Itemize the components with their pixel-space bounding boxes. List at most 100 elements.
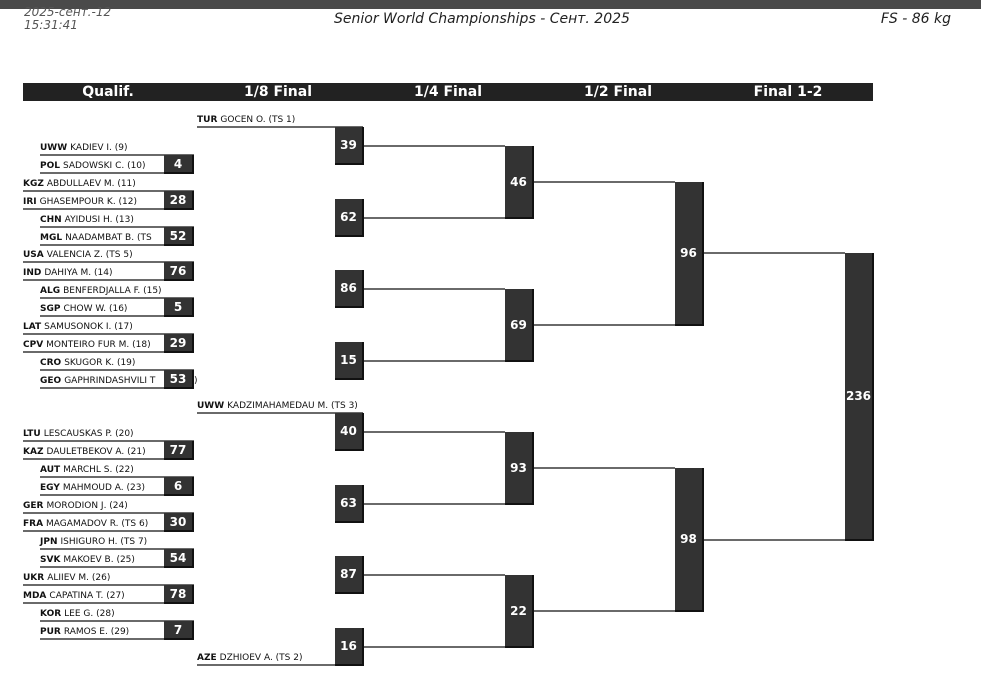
athlete-country: LAT bbox=[23, 322, 42, 332]
round-header-bar: Qualif. 1/8 Final 1/4 Final 1/2 Final Fi… bbox=[23, 83, 873, 101]
bout-number: 39 bbox=[335, 127, 364, 165]
top-bar bbox=[0, 0, 981, 9]
athlete-country: USA bbox=[23, 250, 44, 260]
bout-number: 69 bbox=[505, 289, 534, 362]
athlete-name: RAMOS E. (29) bbox=[63, 627, 130, 637]
bout-number: 78 bbox=[164, 585, 194, 604]
bout-number: 16 bbox=[335, 628, 364, 666]
time: 15:31:41 bbox=[24, 18, 78, 32]
athlete-country: GER bbox=[23, 501, 44, 511]
event-title: Senior World Championships - Сент. 2025 bbox=[334, 11, 630, 27]
athlete-name: ALIIEV M. (26) bbox=[47, 573, 111, 583]
athlete-country: PUR bbox=[40, 627, 61, 637]
athlete-country: UWW bbox=[40, 143, 68, 153]
weight-category: FS - 86 kg bbox=[880, 11, 951, 27]
bout-number: 28 bbox=[164, 191, 194, 210]
bout-number: 46 bbox=[505, 146, 534, 219]
athlete-country: TUR bbox=[197, 115, 218, 125]
athlete-country: CHN bbox=[40, 215, 62, 225]
bout-number: 93 bbox=[505, 432, 534, 505]
round-header-quarter: 1/4 Final bbox=[413, 84, 483, 100]
bout-number: 6 bbox=[164, 477, 194, 496]
athlete-name: ISHIGURO H. (TS 7) bbox=[60, 537, 148, 547]
bout-number: 7 bbox=[164, 621, 194, 640]
athlete-name: KADIEV I. (9) bbox=[70, 143, 128, 153]
round-header-qualif: Qualif. bbox=[82, 84, 134, 100]
athlete-country: CRO bbox=[40, 358, 62, 368]
athlete-name: MONTEIRO FUR M. (18) bbox=[46, 340, 151, 350]
athlete-country: MGL bbox=[40, 233, 63, 243]
bout-number: 30 bbox=[164, 513, 194, 532]
bout-number: 76 bbox=[164, 262, 194, 281]
athlete-name: ABDULLAEV M. (11) bbox=[46, 179, 136, 189]
date-time: 2025-сент.-12 15:31:41 bbox=[24, 6, 111, 32]
bout-number: 4 bbox=[164, 155, 194, 174]
athlete-country: FRA bbox=[23, 519, 44, 529]
athlete-country: UKR bbox=[23, 573, 45, 583]
athlete-country: AUT bbox=[40, 465, 61, 475]
bout-number: 62 bbox=[335, 199, 364, 237]
bout-number: 96 bbox=[675, 182, 704, 326]
bout-number: 29 bbox=[164, 334, 194, 353]
round-header-semi: 1/2 Final bbox=[583, 84, 653, 100]
bout-number: 40 bbox=[335, 413, 364, 451]
bout-number: 86 bbox=[335, 270, 364, 308]
bout-number: 52 bbox=[164, 227, 194, 246]
athlete-country: JPN bbox=[40, 537, 58, 547]
date: 2025-сент.-12 bbox=[24, 5, 112, 19]
bout-number: 15 bbox=[335, 342, 364, 380]
athlete-name: CHOW W. (16) bbox=[63, 304, 128, 314]
athlete-country: KOR bbox=[40, 609, 62, 619]
athlete-name: MAKOEV B. (25) bbox=[63, 555, 135, 565]
athlete-name: CAPATINA T. (27) bbox=[49, 591, 125, 601]
athlete-name: SAMUSONOK I. (17) bbox=[44, 322, 133, 332]
athlete-name: DAHIYA M. (14) bbox=[44, 268, 113, 278]
athlete-country: POL bbox=[40, 161, 60, 171]
athlete-name: NAADAMBAT B. (TS bbox=[65, 233, 152, 243]
athlete-country: CPV bbox=[23, 340, 44, 350]
athlete-name: SADOWSKI C. (10) bbox=[62, 161, 146, 171]
bout-number: 54 bbox=[164, 549, 194, 568]
athlete-country: SVK bbox=[40, 555, 61, 565]
athlete-country: KGZ bbox=[23, 179, 44, 189]
bout-number: 87 bbox=[335, 556, 364, 594]
athlete-name: DZHIOEV A. (TS 2) bbox=[219, 653, 303, 663]
athlete-country: AZE bbox=[197, 653, 217, 663]
athlete-name: AYIDUSI H. (13) bbox=[64, 215, 134, 225]
athlete-country: MDA bbox=[23, 591, 47, 601]
bout-number: 22 bbox=[505, 575, 534, 648]
athlete-name: BENFERDJALLA F. (15) bbox=[63, 286, 162, 296]
athlete-country: KAZ bbox=[23, 447, 44, 457]
athlete-name: GHASEMPOUR K. (12) bbox=[39, 197, 138, 207]
athlete-name: GAPHRINDASHVILI T bbox=[64, 376, 156, 386]
athlete-country: IRI bbox=[23, 197, 37, 207]
truncated-text: ) bbox=[194, 376, 198, 386]
athlete-name: VALENCIA Z. (TS 5) bbox=[46, 250, 133, 260]
athlete-name: DAULETBEKOV A. (21) bbox=[46, 447, 146, 457]
bout-number: 53 bbox=[164, 370, 194, 389]
athlete-name: KADZIMAHAMEDAU M. (TS 3) bbox=[227, 401, 358, 411]
